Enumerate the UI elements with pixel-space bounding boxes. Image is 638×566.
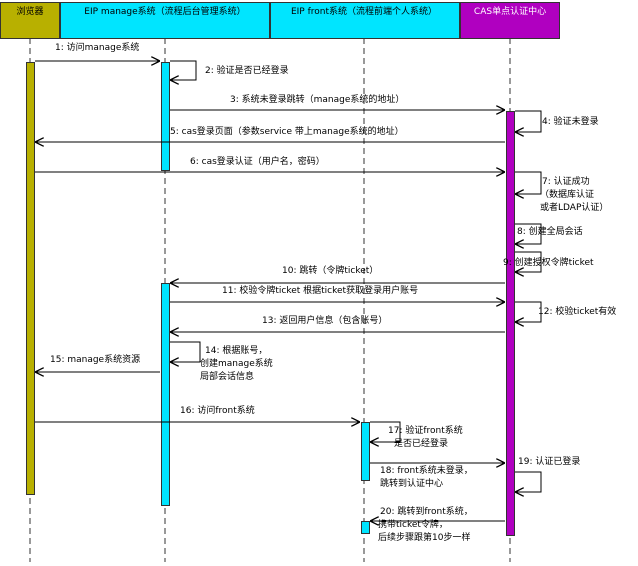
message-m14-line-1: 创建manage系统 (200, 357, 273, 369)
message-m13-line-0: 13: 返回用户信息（包含账号） (262, 314, 387, 326)
message-m3-line-0: 3: 系统未登录跳转（manage系统的地址） (230, 93, 404, 105)
activation-bar-front (361, 521, 370, 534)
message-m12-line-0: 12: 校验ticket有效 (538, 305, 616, 317)
participant-cas-box (460, 2, 560, 39)
message-m17-line-0: 17: 验证front系统 (388, 424, 463, 436)
activation-bar-manage (161, 62, 170, 171)
message-m12-self-arrow (515, 301, 542, 322)
participant-cas-label: CAS单点认证中心 (474, 5, 546, 17)
message-m16-label: 16: 访问front系统 (180, 404, 255, 416)
message-m15-label: 15: manage系统资源 (50, 353, 140, 365)
participant-front-label: EIP front系统（流程前端个人系统） (291, 5, 437, 17)
message-m17-self-arrow (370, 421, 401, 442)
message-m20-line-2: 后续步骤跟第10步一样 (378, 531, 470, 543)
message-m7-label: 7: 认证成功（数据库认证或者LDAP认证） (540, 175, 608, 213)
message-m19-self-arrow (515, 471, 542, 492)
participant-manage-box (60, 2, 270, 39)
message-m2-label: 2: 验证是否已经登录 (205, 64, 289, 76)
message-m8-line-0: 8: 创建全局会话 (517, 225, 583, 237)
message-m16-line-0: 16: 访问front系统 (180, 404, 255, 416)
message-m19-label: 19: 认证已登录 (518, 455, 580, 467)
message-m4-line-0: 4: 验证未登录 (542, 115, 599, 127)
message-m7-line-0: 7: 认证成功 (542, 175, 590, 187)
message-m10-line-0: 10: 跳转（令牌ticket） (282, 264, 378, 276)
activation-bar-manage (161, 283, 170, 506)
message-m14-line-0: 14: 根据账号， (205, 344, 267, 356)
message-m2-self-arrow (170, 60, 197, 80)
message-m18-label: 18: front系统未登录，跳转到认证中心 (380, 464, 473, 489)
message-m3-label: 3: 系统未登录跳转（manage系统的地址） (230, 93, 404, 105)
message-m10-label: 10: 跳转（令牌ticket） (282, 264, 378, 276)
activation-bar-cas (506, 111, 515, 536)
message-m4-label: 4: 验证未登录 (542, 115, 599, 127)
activation-bar-browser (26, 62, 35, 495)
message-m14-label: 14: 根据账号，创建manage系统局部会话信息 (200, 344, 273, 382)
message-m11-label: 11: 校验令牌ticket 根据ticket获取登录用户账号 (222, 284, 418, 296)
message-m7-line-2: 或者LDAP认证） (540, 201, 608, 213)
message-m18-line-0: 18: front系统未登录， (380, 464, 473, 476)
message-m18-line-1: 跳转到认证中心 (380, 477, 443, 489)
message-m12-label: 12: 校验ticket有效 (538, 305, 616, 317)
participant-front-box (270, 2, 460, 39)
message-m8-self-arrow (515, 223, 542, 244)
message-m8-label: 8: 创建全局会话 (517, 225, 583, 237)
message-m11-line-0: 11: 校验令牌ticket 根据ticket获取登录用户账号 (222, 284, 418, 296)
message-m1-label: 1: 访问manage系统 (55, 41, 139, 53)
participant-browser-box (0, 2, 60, 39)
message-m9-label: 9: 创建授权令牌ticket (503, 256, 594, 268)
message-m15-line-0: 15: manage系统资源 (50, 353, 140, 365)
message-m7-line-1: （数据库认证 (540, 188, 594, 200)
message-m1-line-0: 1: 访问manage系统 (55, 41, 139, 53)
message-m14-self-arrow (170, 341, 201, 362)
message-m2-line-0: 2: 验证是否已经登录 (205, 64, 289, 76)
message-m13-label: 13: 返回用户信息（包含账号） (262, 314, 387, 326)
activation-bar-front (361, 422, 370, 481)
message-m17-line-1: 是否已经登录 (394, 437, 448, 449)
message-m20-line-0: 20: 跳转到front系统， (380, 505, 473, 517)
participant-browser-label: 浏览器 (16, 5, 43, 17)
message-m5-label: 5: cas登录页面（参数service 带上manage系统的地址） (170, 125, 404, 137)
message-m19-line-0: 19: 认证已登录 (518, 455, 580, 467)
message-m20-label: 20: 跳转到front系统，携带ticket令牌，后续步骤跟第10步一样 (378, 505, 473, 543)
message-m17-label: 17: 验证front系统是否已经登录 (388, 424, 463, 449)
message-m5-line-0: 5: cas登录页面（参数service 带上manage系统的地址） (170, 125, 404, 137)
message-m6-line-0: 6: cas登录认证（用户名，密码） (190, 155, 325, 167)
message-m6-label: 6: cas登录认证（用户名，密码） (190, 155, 325, 167)
participant-manage-label: EIP manage系统（流程后台管理系统） (84, 5, 245, 17)
message-m4-self-arrow (515, 110, 542, 132)
message-m20-line-1: 携带ticket令牌， (378, 518, 448, 530)
message-m9-line-0: 9: 创建授权令牌ticket (503, 256, 594, 268)
message-m7-self-arrow (515, 171, 542, 194)
message-m9-self-arrow (515, 251, 542, 272)
message-m14-line-2: 局部会话信息 (200, 370, 254, 382)
